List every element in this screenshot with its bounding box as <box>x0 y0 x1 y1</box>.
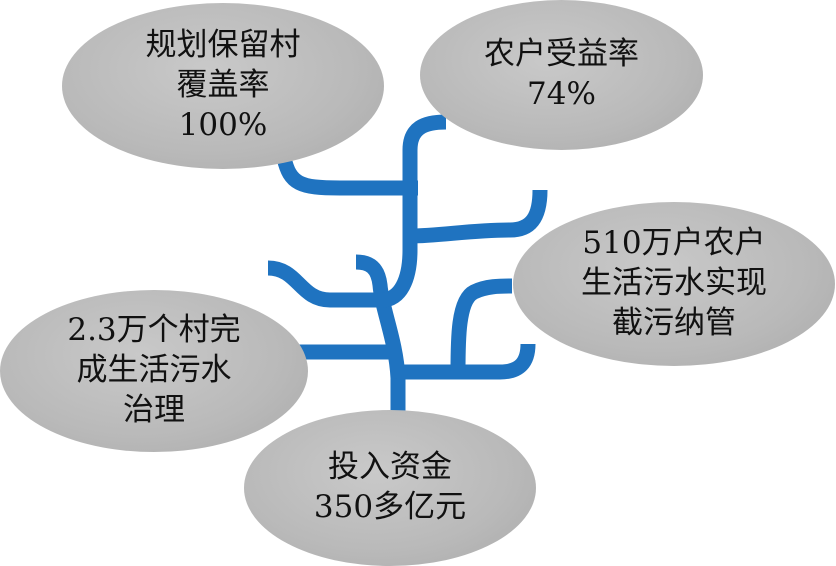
branch-right-inner <box>450 278 513 373</box>
bubble-text-line: 成生活污水 <box>76 352 232 389</box>
bubble-text-line: 510万户农户 <box>582 225 766 262</box>
bubble-value: 74% <box>527 76 596 112</box>
bubble-text-line: 投入资金 <box>328 449 452 486</box>
branch-right-lower <box>398 343 536 380</box>
bubble-planned-village-coverage: 规划保留村 覆盖率 100% <box>62 3 384 169</box>
bubble-text-line: 治理 <box>123 391 185 428</box>
bubble-text-line: 2.3万个村完 <box>67 312 241 349</box>
trunk-upper <box>355 254 406 379</box>
branch-top-left <box>276 156 418 196</box>
bubble-text-line: 生活污水实现 <box>581 265 767 302</box>
bubble-text-line: 覆盖率 <box>176 67 270 104</box>
bubble-value: 350多亿元 <box>313 489 467 525</box>
trunk-top <box>381 114 447 308</box>
bubble-farmer-benefit-rate: 农户受益率 74% <box>420 0 703 150</box>
branch-left-middle <box>267 260 382 308</box>
bubble-value: 100% <box>178 106 268 143</box>
bubble-villages-treated: 2.3万个村完 成生活污水 治理 <box>0 290 308 452</box>
bubble-text-line: 农户受益率 <box>484 36 639 73</box>
bubble-text-line: 截污纳管 <box>612 304 736 341</box>
bubble-text-line: 规划保留村 <box>145 27 301 64</box>
bubble-investment: 投入资金 350多亿元 <box>244 410 536 566</box>
bubble-sewage-interception: 510万户农户 生活污水实现 截污纳管 <box>513 202 835 366</box>
branch-top-right <box>409 189 548 244</box>
